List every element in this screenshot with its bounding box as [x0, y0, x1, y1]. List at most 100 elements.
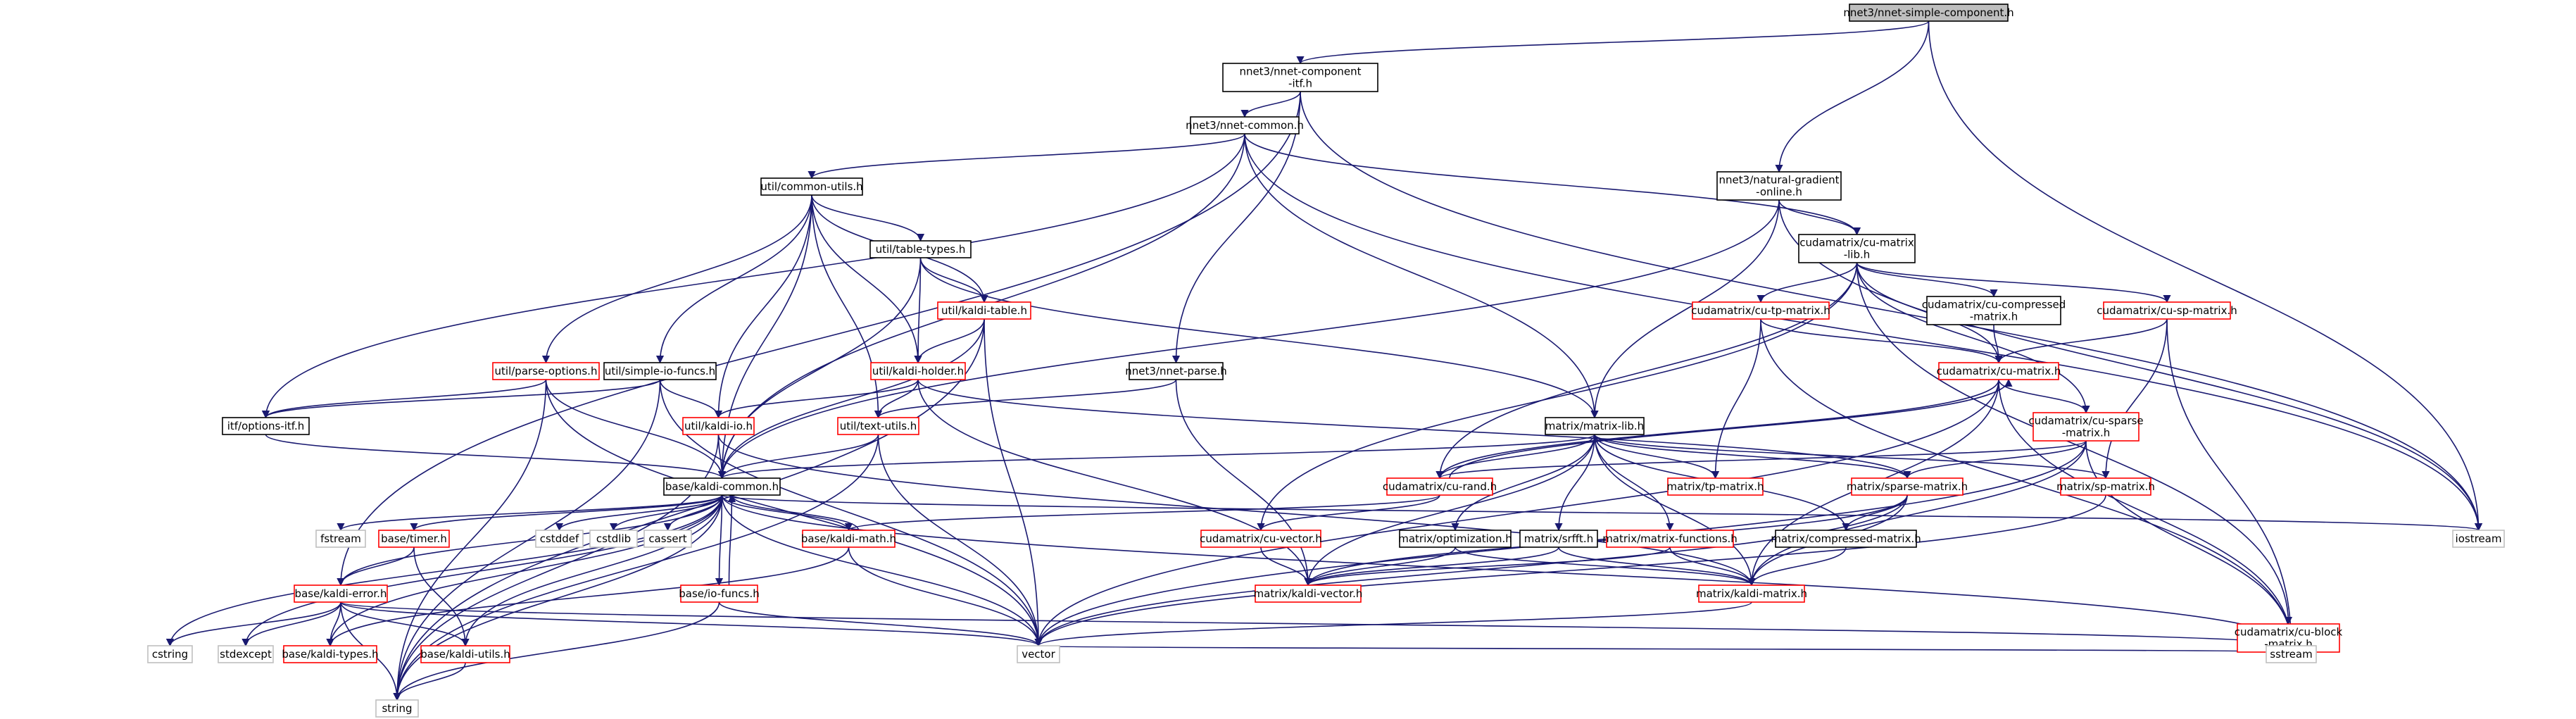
edge-kaldi-common-to-cstring	[165, 494, 723, 647]
node-box-natural-gradient-online	[1716, 171, 1842, 201]
dependency-edges	[165, 20, 2483, 701]
node-label-tp-matrix: matrix/tp-matrix.h	[1667, 480, 1764, 493]
node-label-kaldi-utils: base/kaldi-utils.h	[420, 648, 510, 661]
edge-nnet-component-itf-to-iostream	[1300, 91, 2483, 532]
node-label-kaldi-common: base/kaldi-common.h	[665, 480, 779, 493]
node-kaldi-common[interactable]: base/kaldi-common.h	[663, 477, 781, 496]
node-box-cstring	[147, 645, 193, 663]
edge-compressed-matrix-to-kaldi-matrix	[1747, 546, 1847, 587]
node-parse-options[interactable]: util/parse-options.h	[492, 362, 600, 380]
node-cstring[interactable]: cstring	[147, 645, 193, 663]
node-box-parse-options	[492, 362, 600, 380]
node-tp-matrix[interactable]: matrix/tp-matrix.h	[1667, 477, 1764, 496]
edge-cu-matrix-to-cu-sparse-matrix	[1998, 379, 2090, 414]
node-kaldi-utils[interactable]: base/kaldi-utils.h	[420, 645, 510, 663]
node-nnet-common[interactable]: nnet3/nnet-common.h	[1186, 116, 1304, 135]
node-kaldi-io[interactable]: util/kaldi-io.h	[682, 417, 755, 435]
node-nnet-parse[interactable]: nnet3/nnet-parse.h	[1125, 362, 1227, 380]
edge-common-utils-to-kaldi-io	[714, 194, 812, 419]
node-cu-sp-matrix[interactable]: cudamatrix/cu-sp-matrix.h	[2097, 301, 2237, 320]
edge-optimization-to-kaldi-vector	[1304, 546, 1456, 587]
edge-kaldi-error-to-sstream	[340, 601, 2295, 647]
node-label-kaldi-math: base/kaldi-math.h	[801, 532, 896, 545]
edge-kaldi-common-to-fstream	[337, 494, 723, 532]
node-nnet-simple-component[interactable]: nnet3/nnet-simple-component.h	[1843, 4, 2014, 22]
edge-optimization-to-kaldi-matrix	[1455, 546, 1756, 587]
node-box-kaldi-vector	[1255, 584, 1362, 603]
node-kaldi-matrix[interactable]: matrix/kaldi-matrix.h	[1696, 584, 1807, 603]
node-label-parse-options: util/parse-options.h	[495, 365, 598, 377]
edge-sparse-matrix-to-vector	[1034, 494, 1908, 647]
edge-text-utils-to-vector	[877, 434, 1043, 647]
node-label-options-itf: itf/options-itf.h	[227, 420, 305, 432]
node-sparse-matrix[interactable]: matrix/sparse-matrix.h	[1847, 477, 1968, 496]
node-label-text-utils: util/text-utils.h	[840, 420, 917, 432]
node-cu-vector[interactable]: cudamatrix/cu-vector.h	[1200, 530, 1322, 548]
edge-nnet-simple-component-to-iostream	[1928, 20, 2483, 532]
node-iostream[interactable]: iostream	[2452, 530, 2505, 548]
node-kaldi-vector[interactable]: matrix/kaldi-vector.h	[1254, 584, 1363, 603]
edge-cu-matrix-lib-to-cu-tp-matrix	[1757, 262, 1858, 304]
edge-kaldi-common-to-kaldi-types	[326, 494, 723, 647]
node-box-cstddef	[535, 530, 584, 548]
node-options-itf[interactable]: itf/options-itf.h	[222, 417, 310, 435]
edge-natural-gradient-online-to-matrix-lib	[1590, 199, 1780, 419]
node-table-types[interactable]: util/table-types.h	[869, 240, 972, 258]
edge-simple-io-funcs-to-options-itf	[262, 379, 661, 419]
node-kaldi-holder[interactable]: util/kaldi-holder.h	[870, 362, 966, 380]
node-optimization[interactable]: matrix/optimization.h	[1398, 530, 1512, 548]
edge-kaldi-common-to-timer	[410, 494, 723, 532]
node-cu-sparse-matrix[interactable]: cudamatrix/cu-sparse-matrix.h	[2028, 412, 2144, 442]
node-text-utils[interactable]: util/text-utils.h	[837, 417, 919, 435]
node-kaldi-types[interactable]: base/kaldi-types.h	[282, 645, 379, 663]
edge-kaldi-common-to-io-funcs	[715, 494, 724, 587]
node-stdexcept[interactable]: stdexcept	[218, 645, 274, 663]
node-cu-compressed-matrix[interactable]: cudamatrix/cu-compressed-matrix.h	[1922, 296, 2066, 325]
node-fstream[interactable]: fstream	[315, 530, 366, 548]
edge-cu-rand-to-cu-matrix	[1449, 378, 2013, 479]
edge-natural-gradient-online-to-cu-matrix-lib	[1778, 199, 1861, 236]
node-vector[interactable]: vector	[1017, 645, 1060, 663]
node-box-text-utils	[837, 417, 919, 435]
node-string[interactable]: string	[375, 699, 419, 718]
node-label-optimization: matrix/optimization.h	[1398, 532, 1512, 545]
node-cassert[interactable]: cassert	[643, 530, 692, 548]
edge-kaldi-math-to-kaldi-types	[326, 546, 850, 647]
node-label-nnet-parse: nnet3/nnet-parse.h	[1125, 365, 1226, 377]
node-common-utils[interactable]: util/common-utils.h	[760, 177, 863, 196]
node-box-cu-sp-matrix	[2103, 301, 2231, 320]
node-sstream[interactable]: sstream	[2266, 645, 2317, 663]
node-cu-matrix[interactable]: cudamatrix/cu-matrix.h	[1937, 362, 2061, 380]
node-simple-io-funcs[interactable]: util/simple-io-funcs.h	[603, 362, 717, 380]
node-cu-rand[interactable]: cudamatrix/cu-rand.h	[1383, 477, 1497, 496]
node-kaldi-math[interactable]: base/kaldi-math.h	[801, 530, 896, 548]
node-kaldi-error[interactable]: base/kaldi-error.h	[294, 584, 388, 603]
node-label-nnet-component-itf: nnet3/nnet-component	[1239, 65, 1361, 78]
edge-matrix-lib-to-srfft	[1554, 434, 1595, 532]
node-box-cstdlib	[589, 530, 638, 548]
node-cstddef[interactable]: cstddef	[535, 530, 584, 548]
edge-common-utils-to-kaldi-common	[717, 194, 812, 480]
node-natural-gradient-online[interactable]: nnet3/natural-gradient-online.h	[1716, 171, 1842, 201]
node-label-kaldi-vector: matrix/kaldi-vector.h	[1254, 587, 1363, 600]
edge-cu-block-matrix-to-vector	[1037, 644, 2289, 654]
node-sp-matrix[interactable]: matrix/sp-matrix.h	[2056, 477, 2155, 496]
node-matrix-lib[interactable]: matrix/matrix-lib.h	[1545, 417, 1645, 435]
node-srfft[interactable]: matrix/srfft.h	[1519, 530, 1598, 548]
edge-cu-tp-matrix-to-tp-matrix	[1711, 318, 1761, 480]
edge-kaldi-common-to-cstdlib	[609, 494, 723, 532]
edge-matrix-lib-to-sparse-matrix	[1594, 434, 1911, 480]
node-kaldi-table[interactable]: util/kaldi-table.h	[937, 301, 1031, 320]
node-timer[interactable]: base/timer.h	[378, 530, 450, 548]
node-io-funcs[interactable]: base/io-funcs.h	[679, 584, 760, 603]
node-matrix-functions[interactable]: matrix/matrix-functions.h	[1602, 530, 1738, 548]
node-cstdlib[interactable]: cstdlib	[589, 530, 638, 548]
node-compressed-matrix[interactable]: matrix/compressed-matrix.h	[1771, 530, 1921, 548]
node-box-sp-matrix	[2060, 477, 2151, 496]
edge-kaldi-common-to-kaldi-math	[721, 494, 853, 532]
node-nnet-component-itf[interactable]: nnet3/nnet-component-itf.h	[1222, 63, 1378, 92]
node-cu-matrix-lib[interactable]: cudamatrix/cu-matrix-lib.h	[1798, 234, 1916, 263]
node-cu-tp-matrix[interactable]: cudamatrix/cu-tp-matrix.h	[1691, 301, 1830, 320]
edge-cu-sp-matrix-to-sstream	[2166, 318, 2296, 647]
edge-cu-matrix-lib-to-cu-sparse-matrix	[1856, 262, 2090, 414]
